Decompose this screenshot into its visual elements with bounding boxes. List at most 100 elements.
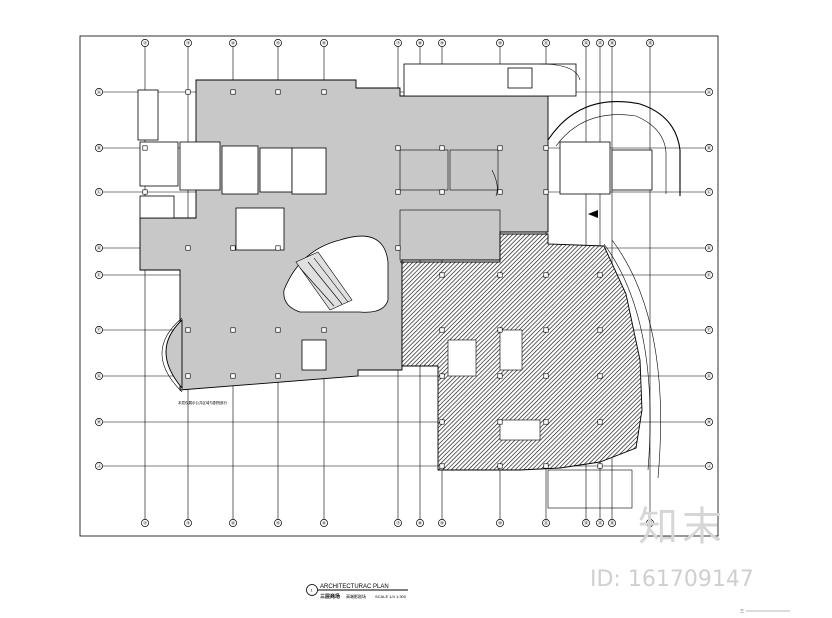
structural-column xyxy=(439,327,445,333)
grid-bubble-row-right xyxy=(705,462,713,470)
shop-unit-b xyxy=(399,149,449,191)
structural-column xyxy=(497,145,503,151)
grid-bubble-row-right-label: Ⓓ xyxy=(707,245,712,252)
rotunda-outer xyxy=(547,101,681,196)
grid-bubble-column-bottom-label: ⑩ xyxy=(498,521,503,526)
grid-bubble-row-left xyxy=(95,418,103,426)
grid-bubble-row-left xyxy=(95,271,103,279)
structural-column xyxy=(597,272,603,278)
rotunda-ramp xyxy=(611,149,653,191)
left-bay xyxy=(165,318,183,390)
stage-block xyxy=(499,419,541,441)
grid-bubble-row-right xyxy=(705,244,713,252)
structural-column xyxy=(439,145,445,151)
grid-bubble-column-bottom xyxy=(394,519,402,527)
drawing-number-bubble xyxy=(306,584,318,596)
grid-bubble-column-top xyxy=(608,39,616,47)
shop-unit-a xyxy=(399,209,501,261)
grid-bubble-column-bottom-label: ⑮ xyxy=(648,520,653,527)
structural-column xyxy=(497,272,503,278)
grid-bubble-row-left-label: Ⓙ xyxy=(97,463,102,470)
watermark-logo: 知末 xyxy=(638,504,726,550)
grid-bubble-row-right-label: Ⓖ xyxy=(707,373,712,380)
structural-column xyxy=(543,272,549,278)
grid-bubble-column-top-label: ⑫ xyxy=(584,40,589,47)
rotunda-inner xyxy=(555,114,667,194)
grid-bubble-column-bottom-label: ⑧ xyxy=(418,521,423,526)
grid-bubble-column-bottom-label: ⑨ xyxy=(440,521,445,526)
grid-bubble-column-top xyxy=(394,39,402,47)
drawing-note: 本层仅展示公共区域与剧院部分 xyxy=(178,400,227,405)
structural-column xyxy=(543,419,549,425)
grid-bubble-column-bottom-label: ⑬ xyxy=(598,520,603,527)
grid-bubble-column-top-label: ⑨ xyxy=(440,41,445,46)
left-annex xyxy=(137,89,159,141)
grid-bubble-column-top-label: ⑭ xyxy=(610,40,615,47)
grid-bubble-column-bottom xyxy=(596,519,604,527)
structural-column xyxy=(597,373,603,379)
grid-bubble-column-bottom xyxy=(582,519,590,527)
grid-bubble-column-top-label: ⑦ xyxy=(396,41,401,46)
core-block-2 xyxy=(179,141,221,191)
structural-column xyxy=(185,89,191,95)
grid-bubble-column-top xyxy=(646,39,654,47)
grid-bubble-row-left-label: Ⓔ xyxy=(97,272,102,279)
escalator xyxy=(295,251,353,311)
grid-bubble-row-left xyxy=(95,372,103,380)
structural-column xyxy=(497,189,503,195)
grid-bubble-column-bottom-label: ⑫ xyxy=(584,520,589,527)
structural-column xyxy=(275,245,281,251)
structural-column xyxy=(597,419,603,425)
core-block-5 xyxy=(291,147,327,195)
watermark-id: ID: 161709147 xyxy=(590,567,754,592)
rotunda-platform xyxy=(559,141,611,195)
grid-bubble-row-right-label: Ⓔ xyxy=(707,272,712,279)
grid-bubble-column-top xyxy=(229,39,237,47)
shop-unit-c xyxy=(449,149,499,191)
structural-column xyxy=(543,373,549,379)
grid-bubble-row-left xyxy=(95,188,103,196)
grid-bubble-row-right xyxy=(705,326,713,334)
grid-bubble-column-top-label: ⑤ xyxy=(276,41,281,46)
structural-column xyxy=(321,327,327,333)
structural-column xyxy=(597,327,603,333)
structural-column xyxy=(230,245,236,251)
structural-column xyxy=(395,145,401,151)
grid-bubble-column-top xyxy=(184,39,192,47)
grid-bubble-column-top-label: ② xyxy=(143,41,148,46)
scale-label: SCALE 1/4 xyxy=(375,594,396,599)
grid-bubble-row-left xyxy=(95,88,103,96)
grid-bubble-column-bottom-label: ⑭ xyxy=(610,520,615,527)
grid-bubble-column-bottom-label: ③ xyxy=(186,521,191,526)
grid-bubble-column-bottom-label: ⑦ xyxy=(396,521,401,526)
left-bay-outline xyxy=(161,317,183,393)
structural-column xyxy=(439,189,445,195)
curved-facade xyxy=(603,243,651,471)
grid-bubble-column-bottom xyxy=(416,519,424,527)
structural-column xyxy=(185,327,191,333)
structural-column xyxy=(230,327,236,333)
structural-column xyxy=(275,373,281,379)
grid-bubble-column-bottom xyxy=(141,519,149,527)
stair-top xyxy=(507,67,533,89)
core-block-3 xyxy=(221,145,259,195)
structural-column xyxy=(395,245,401,251)
core-block-4 xyxy=(259,147,293,193)
grid-bubble-column-top-label: ④ xyxy=(231,41,236,46)
structural-column xyxy=(142,145,148,151)
structural-column xyxy=(597,463,603,469)
grid-bubble-column-top-label: ⑮ xyxy=(648,40,653,47)
grid-bubble-column-top xyxy=(438,39,446,47)
grid-bubble-row-left xyxy=(95,144,103,152)
grid-bubble-row-left-label: Ⓑ xyxy=(97,145,102,152)
grid-bubble-row-right-label: Ⓐ xyxy=(707,89,712,96)
structural-column xyxy=(497,419,503,425)
service-strip xyxy=(403,63,577,97)
drawing-subtitle: 三层商场 xyxy=(320,593,340,600)
structural-column xyxy=(543,145,549,151)
structural-column xyxy=(321,89,327,95)
grid-bubble-row-right xyxy=(705,372,713,380)
grid-bubble-row-left xyxy=(95,244,103,252)
structural-column xyxy=(439,373,445,379)
